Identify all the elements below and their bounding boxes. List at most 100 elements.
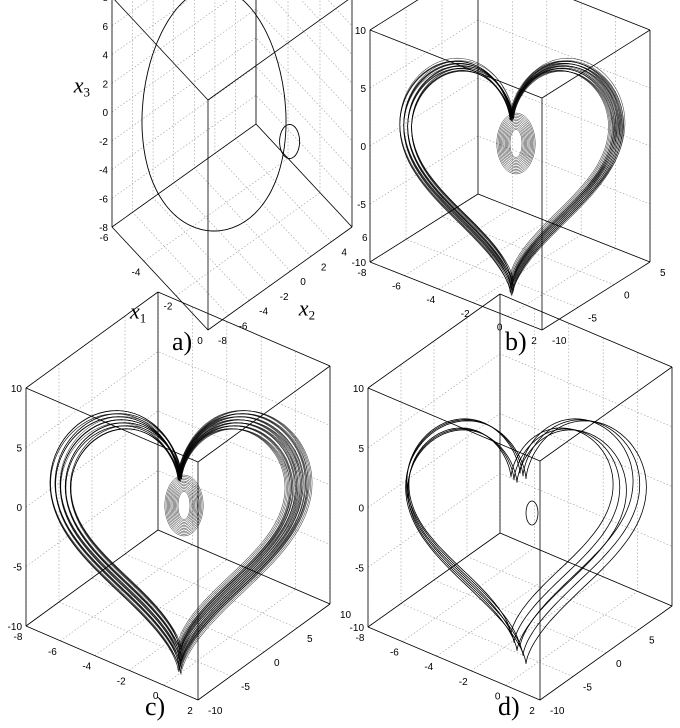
grid-line-h [111,0,353,55]
trajectory-strand [403,63,619,289]
trajectory [49,410,313,675]
x1-tick-label: -2 [459,677,468,688]
x3-tick-label: 6 [102,22,108,33]
x1-tick-label: -6 [48,647,57,658]
grid-line-x2 [58,364,232,677]
x3-tick-label: -2 [99,137,108,148]
grid-line-x2 [111,0,209,331]
x3-tick-label: 2 [102,79,108,90]
trajectory-spiral [165,476,203,535]
x1-tick-label: -6 [390,648,399,659]
x2-tick-label: -5 [241,682,250,693]
x2-tick-label: 0 [624,291,630,302]
grid-line-x1 [404,0,513,276]
trajectory-loop [408,427,614,635]
x3-tick-label: 10 [355,26,367,37]
trajectory-small-loop [279,124,301,159]
trajectory-strand [403,63,623,293]
box-edge [369,193,479,263]
box-edge [539,366,673,462]
trajectory-strand [407,65,618,286]
x2-axis-label: x2 [298,296,315,323]
box-edge [541,29,651,99]
trajectory-strand [50,413,308,673]
trajectory-strand [407,68,616,286]
box-edge [25,529,159,627]
trajectory-loop [407,428,621,643]
trajectory-strand [65,422,296,655]
x3-tick-label: 0 [358,504,364,515]
grid-line-h [369,193,651,263]
x1-axis-sub: 1 [140,311,147,326]
trajectory-spiral [172,485,196,526]
x2-tick-label: 0 [274,658,280,669]
x3-tick-label: -4 [99,166,108,177]
grid-line-x1 [436,323,570,657]
box-edge [111,226,209,331]
box-edge [573,0,651,31]
box-edge [157,529,331,605]
trajectory-strand [399,60,621,293]
box-edge [367,532,501,628]
grid-line-h [369,77,651,147]
trajectory-strand [411,70,613,282]
trajectory-spiral [506,124,526,163]
x2-tick-label: -10 [550,706,565,717]
box-edge [114,0,209,101]
x3-tick-label: -6 [99,194,108,205]
trajectory-strand [59,416,304,662]
x3-tick-label: -8 [99,223,108,234]
x2-tick-label: 5 [660,268,666,279]
box-edge [367,293,501,389]
box-edge [255,123,353,228]
trajectory-strand [70,425,292,649]
trajectory-strand [70,428,291,651]
grid-line-x1 [175,0,321,296]
x1-tick-label: -2 [117,676,126,687]
trajectory-spiral [174,486,194,525]
trajectory-strand [411,67,616,282]
trajectory-strand [60,422,296,660]
x3-tick-label: 10 [11,384,23,395]
grid [111,0,353,331]
grid-line-h [111,123,353,228]
panel-label: d) [498,692,520,721]
trajectory-spiral [502,120,530,167]
x1-tick-label: -4 [132,267,141,278]
x2-tick-label: -5 [588,313,597,324]
x2-tick-label: 0 [300,277,306,288]
trajectory-small-loop [525,500,539,526]
grid-line-x1 [539,367,673,701]
grid-line-x1 [438,0,548,290]
grid-line-x1 [369,0,479,263]
grid-line-x1 [471,337,604,672]
panel-label: c) [145,692,165,721]
grid-line-x2 [173,0,270,287]
x3-tick-label: -5 [355,563,364,574]
x2-tick-label: 2 [321,262,327,273]
trajectory-spiral [507,126,525,161]
x3-tick-label: 0 [102,108,108,119]
trajectory-strand [411,70,614,283]
box-edge [499,532,673,607]
grid-line-x2 [152,0,250,301]
grid-line-x1 [507,16,616,317]
box-edge [25,625,199,701]
trajectory [405,418,647,664]
x3-tick-label: 10 [353,384,365,395]
box-edge [157,291,331,367]
x1-tick-label: -4 [82,662,91,673]
x1-tick-label: -8 [14,632,23,643]
trajectory-curve [141,0,287,232]
trajectory-spiral [168,479,200,532]
trajectory-strand [65,422,295,653]
trajectory-spiral [500,117,532,170]
box-edge [369,261,543,331]
trajectory-spiral [497,114,535,173]
trajectory-strand [407,65,620,288]
box-edge [499,293,673,368]
trajectory-strand [407,65,617,284]
